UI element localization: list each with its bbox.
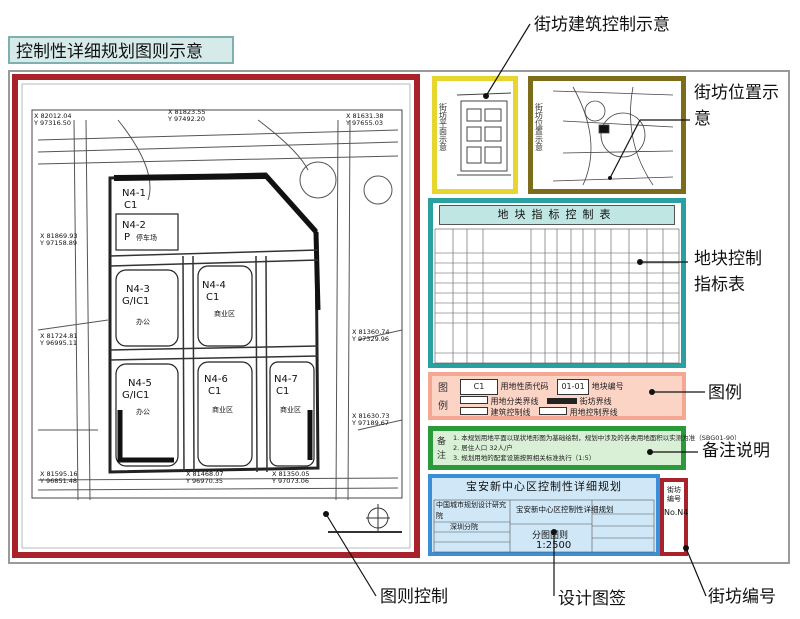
coord-y: Y 96970.35 bbox=[185, 477, 223, 485]
title-block-heading: 宝安新中心区控制性详细规划 bbox=[466, 480, 622, 493]
parcel-use-n4-6: 商业区 bbox=[212, 405, 233, 414]
coord-y: Y 97158.89 bbox=[39, 239, 77, 247]
parcel-code-n4-1: C1 bbox=[124, 200, 137, 211]
parcel-id-n4-4: N4-4 bbox=[202, 280, 226, 291]
notes-line: 3. 规划用地的配套设施按照相关标准执行（1:5） bbox=[453, 454, 596, 462]
parcel-id-n4-5: N4-5 bbox=[128, 378, 152, 389]
coord-y: Y 97316.50 bbox=[33, 119, 71, 127]
coord-x: X 81595.16 bbox=[40, 470, 78, 478]
legend-item: 建筑控制线 bbox=[490, 408, 531, 417]
coord-y: Y 97073.06 bbox=[271, 477, 309, 485]
parcel-id-n4-1: N4-1 bbox=[122, 188, 146, 199]
callout-title-block: 设计图签 bbox=[558, 588, 626, 610]
parcel-code-n4-2: P bbox=[124, 232, 130, 243]
legend-item: 用地分类界线 bbox=[490, 397, 539, 406]
parcel-code-n4-5: G/IC1 bbox=[122, 390, 149, 401]
block-location-thumbnail: 街坊位置示意 bbox=[528, 76, 686, 194]
coord-x: X 82012.04 bbox=[34, 112, 72, 120]
parcel-use-n4-7: 商业区 bbox=[280, 405, 301, 414]
callout-legend: 图例 bbox=[708, 382, 742, 404]
legend-label: 图例 bbox=[438, 383, 448, 412]
coord-x: X 81823.55 bbox=[168, 108, 206, 116]
block-number-panel: 街坊编号 No.N4 bbox=[660, 478, 688, 556]
parcel-id-n4-6: N4-6 bbox=[204, 374, 228, 385]
coord-x: X 81724.81 bbox=[40, 332, 78, 340]
notes-panel: 备注 1. 本规划用地平面以现状地形图为基础绘制，规划中涉及的各类用地面积以实测… bbox=[428, 426, 741, 470]
coord-y: Y 97492.20 bbox=[167, 115, 205, 123]
parcel-code-n4-6: C1 bbox=[208, 386, 221, 397]
callout-block-location: 街坊位置示意 bbox=[694, 80, 784, 132]
indicator-table-grid bbox=[434, 228, 680, 364]
callout-indicator-table: 地块控制指标表 bbox=[694, 246, 774, 298]
notes-line: 1. 本规划用地平面以现状地形图为基础绘制，规划中涉及的各类用地面积以实测为准（… bbox=[453, 434, 741, 442]
parcel-id-n4-3: N4-3 bbox=[126, 284, 150, 295]
plan-drawing: N4-1 C1 N4-2 P 停车场 N4-3 G/IC1 办公 N4-4 C1… bbox=[21, 83, 411, 549]
legend-item: 用地控制界线 bbox=[569, 408, 618, 417]
coord-x: X 81631.38 bbox=[346, 112, 384, 120]
coord-x: X 81360.74 bbox=[352, 328, 390, 336]
legend-item: 用地性质代码 bbox=[500, 382, 549, 391]
thumb-plan-label: 街坊平面示意 bbox=[439, 102, 448, 151]
page-title: 控制性详细规划图则示意 bbox=[8, 36, 234, 64]
title-block-project: 宝安新中心区控制性详细规划 bbox=[516, 505, 614, 514]
callout-block-building: 街坊建筑控制示意 bbox=[534, 14, 670, 36]
thumb-location-label: 街坊位置示意 bbox=[535, 102, 544, 151]
parcel-id-n4-7: N4-7 bbox=[274, 374, 298, 385]
notes-label: 备注 bbox=[437, 437, 447, 461]
coord-x: X 81869.93 bbox=[40, 232, 78, 240]
parcel-code-n4-7: C1 bbox=[276, 386, 289, 397]
coord-y: Y 97655.03 bbox=[345, 119, 383, 127]
block-number-value: No.N4 bbox=[664, 508, 689, 517]
legend-swatch-thick bbox=[547, 398, 578, 404]
legend-item: 街坊界线 bbox=[579, 397, 612, 406]
parcel-use-n4-4: 商业区 bbox=[214, 309, 235, 318]
coord-x: X 81468.07 bbox=[186, 470, 224, 478]
coord-y: Y 97329.96 bbox=[351, 335, 389, 343]
parcel-use-n4-2: 停车场 bbox=[136, 233, 157, 242]
parcel-use-n4-3: 办公 bbox=[136, 317, 150, 326]
indicator-table-title: 地块指标控制表 bbox=[439, 205, 675, 225]
legend-swatch-box bbox=[460, 407, 488, 415]
notes-line: 2. 居住人口 32人/户 bbox=[453, 444, 513, 452]
title-block-scale: 1:2500 bbox=[536, 540, 572, 551]
parcel-code-n4-4: C1 bbox=[206, 292, 219, 303]
legend-swatch-box bbox=[539, 407, 568, 415]
legend-swatch-line bbox=[460, 396, 488, 404]
legend-panel: 图例 C1 用地性质代码 01-01 地块编号 用地分类界线 街坊界线 建筑控制… bbox=[428, 372, 686, 420]
callout-notes: 备注说明 bbox=[702, 440, 770, 462]
coord-y: Y 96851.48 bbox=[39, 477, 77, 485]
parcel-use-n4-5: 办公 bbox=[136, 407, 150, 416]
title-block-drawing-name: 分图图则 bbox=[532, 531, 569, 541]
callout-plan-control: 图则控制 bbox=[380, 586, 448, 608]
legend-item: 地块编号 bbox=[591, 382, 624, 391]
plan-control-panel: N4-1 C1 N4-2 P 停车场 N4-3 G/IC1 办公 N4-4 C1… bbox=[12, 74, 420, 558]
coord-x: X 81350.05 bbox=[272, 470, 310, 478]
coord-y: Y 97189.67 bbox=[351, 419, 389, 427]
title-block-city: 深圳分院 bbox=[450, 523, 478, 531]
title-block-panel: 宝安新中心区控制性详细规划 中国城市规划设计研究院 深圳分院 宝安新中心区控制性… bbox=[428, 474, 660, 556]
parcel-id-n4-2: N4-2 bbox=[122, 220, 146, 231]
callout-block-number: 街坊编号 bbox=[708, 586, 776, 608]
coord-x: X 81630.73 bbox=[352, 412, 390, 420]
document-frame bbox=[8, 70, 790, 564]
indicator-table-panel: 地块指标控制表 bbox=[428, 198, 686, 368]
title-block-grid bbox=[433, 499, 655, 553]
legend-number-sample: 01-01 bbox=[557, 379, 590, 395]
parcel-code-n4-3: G/IC1 bbox=[122, 296, 149, 307]
coord-y: Y 96995.11 bbox=[39, 339, 77, 347]
block-building-thumbnail: 街坊平面示意 bbox=[432, 76, 518, 194]
title-block-institute: 中国城市规划设计研究院 bbox=[436, 501, 506, 520]
legend-code-sample: C1 bbox=[460, 379, 498, 395]
block-number-label: 街坊编号 bbox=[667, 486, 681, 503]
